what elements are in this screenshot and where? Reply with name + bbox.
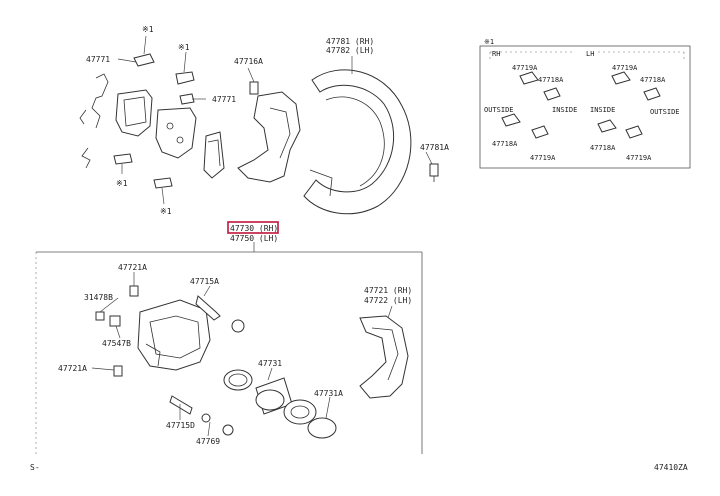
bolt-top-label: 47716A xyxy=(234,57,263,66)
caliper-mounting-edge xyxy=(371,327,399,381)
inset-frame xyxy=(479,45,691,169)
cover-screw-label: 47781A xyxy=(420,143,449,152)
pad-hole-2 xyxy=(176,136,184,144)
dust-cover-flange xyxy=(309,169,333,197)
piston-seal-label: 47731A xyxy=(314,389,343,398)
cover-screw xyxy=(429,163,439,182)
slide-pin-upper xyxy=(195,295,221,321)
caliper-assembly-box xyxy=(35,221,423,454)
caliper-callout-highlight xyxy=(227,221,279,234)
inset-outside-left: OUTSIDE xyxy=(484,106,514,114)
mounting-rh-label: 47721 (RH) xyxy=(364,286,412,295)
caliper-bracket-upper-edge xyxy=(269,107,291,159)
inset-rh-header: RH xyxy=(492,50,500,58)
bracket-bolt xyxy=(249,81,259,95)
pad-shim xyxy=(203,131,225,179)
piston-seal-ring xyxy=(223,369,253,391)
mounting-lh-label: 47722 (LH) xyxy=(364,296,412,305)
note-left-label: ※1 xyxy=(116,179,128,188)
slide-pin-bottom-label: 47715D xyxy=(166,421,195,430)
caliper-bracket-upper xyxy=(237,91,301,183)
inset-label-5: 47718A xyxy=(492,140,518,148)
pad-hole-1 xyxy=(166,122,174,130)
callout-labels: ※1 47771 ※1 47716A 47771 ※1 ※1 47781 (RH… xyxy=(58,25,449,446)
fitting-kit-label: 47771 xyxy=(212,95,236,104)
note-mid-label: ※1 xyxy=(178,43,190,52)
caliper-lh-label: 47750 (LH) xyxy=(230,234,278,243)
inset-labels: ※1 RH LH 47719A 47718A 47719A 47718A OUT… xyxy=(484,38,680,162)
dust-cover-rib xyxy=(325,96,385,187)
inset-label-7: 47718A xyxy=(590,144,616,152)
pad-support-plate-3 xyxy=(179,93,195,105)
inset-lh-header: LH xyxy=(586,50,594,58)
slide-bushing xyxy=(201,413,211,423)
caliper-body-bore xyxy=(149,315,201,359)
dust-cover-group xyxy=(303,56,439,215)
footer-right-code: 47410ZA xyxy=(654,463,688,472)
pad-support-plate-4 xyxy=(113,153,133,165)
anti-squeal-spring xyxy=(81,147,91,169)
piston-boot xyxy=(283,399,317,425)
inset-label-2: 47718A xyxy=(538,76,564,84)
slide-pin-top-label: 47715A xyxy=(190,277,219,286)
note-top-label: ※1 xyxy=(142,25,154,34)
dust-cover-lh-label: 47782 (LH) xyxy=(326,46,374,55)
mounting-bracket-top xyxy=(237,67,301,183)
dust-cover-shield xyxy=(303,69,412,215)
pad-set-label: 47771 xyxy=(86,55,110,64)
plug xyxy=(109,315,121,327)
dust-cover-rh-label: 47781 (RH) xyxy=(326,37,374,46)
boot-label: 47769 xyxy=(196,437,220,446)
caliper-body-lug xyxy=(145,343,161,367)
footer-left-code: S- xyxy=(30,463,40,472)
bleeder-screw-2-label: 47721A xyxy=(58,364,87,373)
footer-codes: S- 47410ZA xyxy=(30,463,688,472)
inset-outside-right: OUTSIDE xyxy=(650,108,680,116)
inset-label-3: 47719A xyxy=(612,64,638,72)
note-bottom-label: ※1 xyxy=(160,207,172,216)
brake-pad-outer xyxy=(115,89,153,137)
bleeder-screw xyxy=(129,285,139,297)
wear-indicator-clip xyxy=(91,73,109,129)
inset-inside-right: INSIDE xyxy=(590,106,615,114)
slide-pin-lower xyxy=(169,395,193,415)
pad-support-plate-2 xyxy=(175,71,195,85)
piston-seal xyxy=(307,417,337,439)
wear-indicator-spring xyxy=(79,109,87,125)
bleeder-screw-lower xyxy=(113,365,123,377)
inset-label-6: 47719A xyxy=(530,154,556,162)
pad-support-plate-top xyxy=(133,53,155,67)
pad-support-plate-5 xyxy=(153,177,173,189)
inset-box xyxy=(479,45,691,169)
bleeder-cap xyxy=(95,311,105,321)
pad-shim-edge xyxy=(207,139,221,167)
bleeder-cap-label: 31478B xyxy=(84,293,113,302)
caliper-mounting xyxy=(359,315,409,399)
caliper-rh-label: 47730 (RH) xyxy=(230,224,278,233)
plug-label: 47547B xyxy=(102,339,131,348)
brake-pad-outer-friction xyxy=(123,96,147,127)
pin-boot-upper xyxy=(231,319,245,333)
inset-note-label: ※1 xyxy=(484,38,494,46)
bleeder-screw-label: 47721A xyxy=(118,263,147,272)
piston-label: 47731 xyxy=(258,359,282,368)
inset-inside-left: INSIDE xyxy=(552,106,577,114)
pad-kit-group xyxy=(79,35,225,205)
inset-label-8: 47719A xyxy=(626,154,652,162)
inset-label-4: 47718A xyxy=(640,76,666,84)
brake-pad-inner xyxy=(155,107,197,159)
inset-label-1: 47719A xyxy=(512,64,538,72)
pin-boot-lower xyxy=(222,424,234,436)
